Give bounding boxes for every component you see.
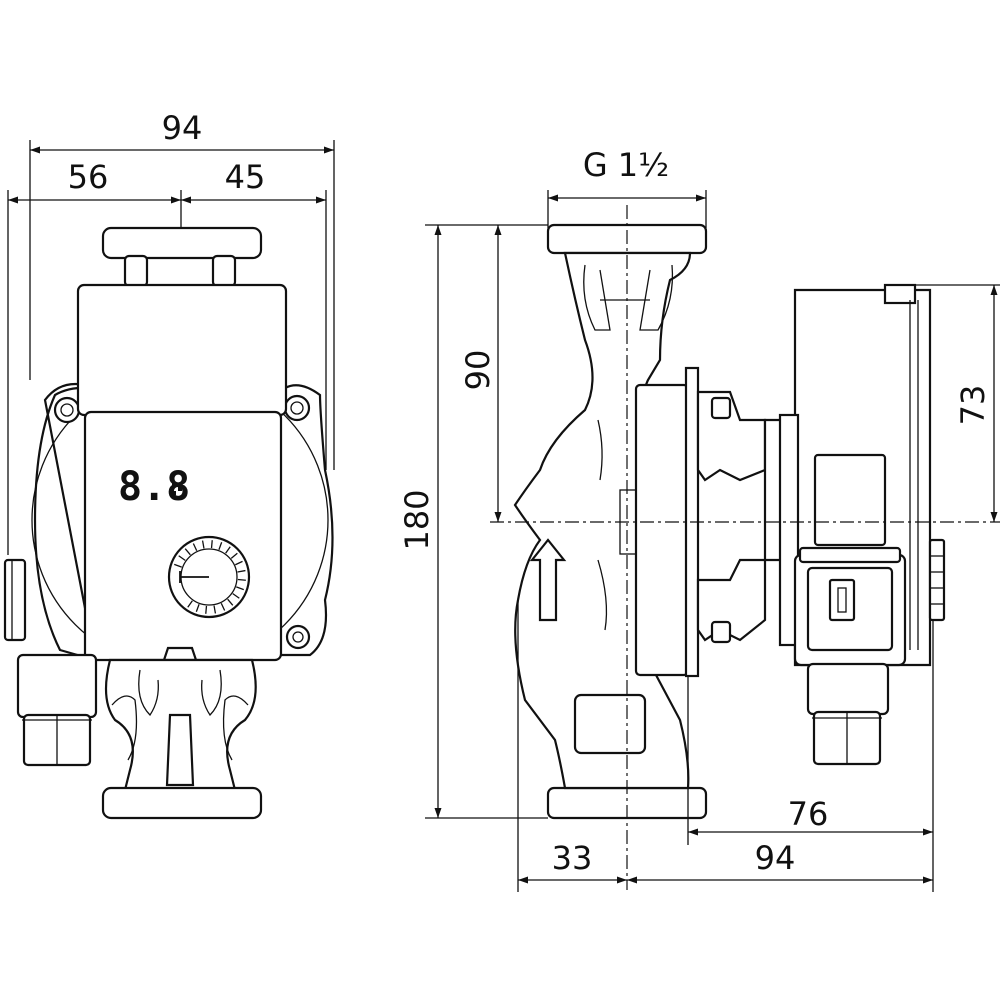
side-dim-90: 90 bbox=[459, 350, 497, 391]
knob-tick bbox=[201, 540, 205, 549]
side-dim-thread: G 1½ bbox=[583, 146, 669, 184]
front-control-box-top bbox=[76, 283, 288, 417]
side-dim-76: 76 bbox=[788, 795, 829, 833]
knob-tick bbox=[187, 600, 193, 608]
knob-tick bbox=[235, 560, 243, 566]
knob-tick bbox=[220, 603, 226, 611]
front-dim-94: 94 bbox=[162, 109, 203, 147]
knob-tick bbox=[237, 578, 246, 581]
side-dim-73: 73 bbox=[954, 385, 992, 426]
side-motor-flange bbox=[634, 383, 690, 677]
front-control-panel bbox=[83, 410, 283, 662]
side-cable-gland bbox=[806, 662, 890, 716]
front-bottom-nut bbox=[162, 646, 198, 662]
knob-tick bbox=[230, 552, 238, 559]
side-motor-window bbox=[813, 453, 887, 547]
knob-tick bbox=[210, 540, 213, 549]
side-dim-180: 180 bbox=[398, 489, 436, 550]
front-display-indicators bbox=[172, 483, 182, 495]
knob-tick bbox=[227, 598, 234, 606]
front-bolt-bottom-right bbox=[285, 624, 311, 650]
knob-tick bbox=[232, 593, 240, 599]
front-control-knob bbox=[167, 535, 251, 619]
front-top-flange bbox=[101, 226, 263, 260]
front-cable-gland bbox=[16, 653, 98, 719]
front-bottom-flange bbox=[101, 786, 263, 820]
knob-tick bbox=[184, 548, 191, 556]
front-bolt-top-left bbox=[53, 396, 81, 424]
side-flow-arrow bbox=[529, 538, 567, 622]
side-dim-94: 94 bbox=[755, 839, 796, 877]
knob-tick bbox=[225, 546, 231, 554]
front-bolt-top-right bbox=[283, 394, 311, 422]
side-lower-port bbox=[573, 693, 647, 755]
side-dim-33: 33 bbox=[552, 839, 593, 877]
knob-tick bbox=[174, 563, 182, 568]
knob-tick bbox=[236, 586, 244, 591]
side-view: G 1½ 180 90 73 76 33 94 bbox=[398, 146, 1000, 892]
front-dim-45: 45 bbox=[225, 158, 266, 196]
knob-tick bbox=[218, 542, 223, 550]
knob-tick bbox=[205, 605, 208, 614]
front-top-neck-right bbox=[211, 254, 237, 288]
knob-tick bbox=[195, 604, 200, 612]
knob-tick bbox=[237, 569, 246, 573]
front-top-neck-left bbox=[123, 254, 149, 288]
knob-tick bbox=[192, 543, 198, 551]
knob-tick bbox=[213, 605, 217, 614]
front-dim-56: 56 bbox=[68, 158, 109, 196]
front-lower-center-rib bbox=[165, 713, 195, 787]
side-connector bbox=[928, 538, 946, 622]
front-view: 8.8 bbox=[3, 109, 335, 820]
knob-tick bbox=[178, 555, 186, 561]
